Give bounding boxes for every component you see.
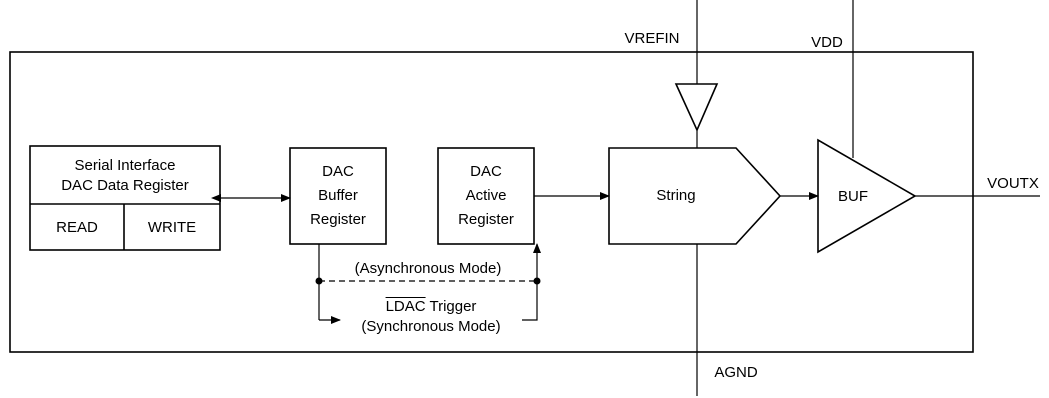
dac-buffer-line2: Buffer (318, 187, 358, 204)
read-label: READ (56, 219, 98, 236)
async-mode-label: (Asynchronous Mode) (354, 260, 502, 277)
string-block (608, 147, 782, 245)
vrefin-buffer-triangle (674, 83, 719, 132)
agnd-label: AGND (714, 364, 758, 381)
voutx-label: VOUTX (987, 175, 1039, 192)
dac-active-line3: Register (458, 211, 514, 228)
serial-interface-line1: Serial Interface (74, 157, 176, 174)
ldac-overline-text: LDAC (385, 298, 426, 315)
chip-outline (9, 51, 974, 353)
trigger-text: Trigger (425, 298, 477, 315)
ldac-trigger-label: LDAC Trigger (386, 297, 477, 317)
vrefin-label: VREFIN (624, 30, 680, 47)
write-label: WRITE (147, 219, 197, 236)
sync-return-path (522, 243, 541, 321)
dac-buffer-line1: DAC (322, 163, 354, 180)
vdd-label: VDD (811, 34, 843, 51)
buf-label: BUF (838, 188, 868, 205)
string-label: String (656, 187, 696, 204)
sync-mode-label: (Synchronous Mode) (361, 318, 501, 335)
dac-active-line1: DAC (470, 163, 502, 180)
dac-buffer-line3: Register (310, 211, 366, 228)
serial-interface-line2: DAC Data Register (61, 177, 189, 194)
dac-active-line2: Active (465, 187, 507, 204)
